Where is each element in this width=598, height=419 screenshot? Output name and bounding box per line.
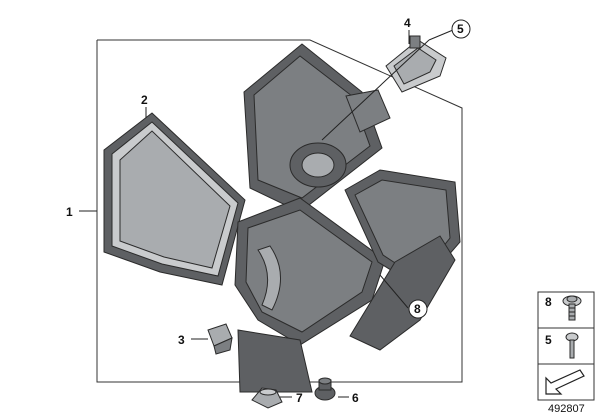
clip-part [207,323,233,355]
callout-6: 6 [352,391,359,405]
housing-cover [243,43,391,213]
intake-duct [344,169,461,351]
leader-5b [321,39,430,141]
legend-label-bottom: 5 [545,333,552,347]
legend-cell-middle [537,327,595,365]
fastener-legend: 8 5 [537,291,595,401]
mass-air-flow-sensor [385,35,447,93]
callout-8-circle [408,299,428,319]
leader-5 [428,29,454,41]
leader-8 [379,274,409,309]
callout-5-circle [451,19,471,39]
screw-washer-icon [562,295,582,321]
callout-7: 7 [296,391,303,405]
callout-2: 2 [141,93,148,107]
callout-5: 5 [457,22,464,36]
callout-3: 3 [178,333,185,347]
callout-1: 1 [66,205,73,219]
screw-icon [565,332,579,359]
callout-8: 8 [414,302,421,316]
air-filter-element [103,112,246,286]
diagram-number: 492807 [548,403,585,415]
grommet-part [314,377,336,401]
assembly-frame [96,39,463,383]
rubber-mount-part [251,387,283,409]
legend-label-top: 8 [545,295,552,309]
callout-4: 4 [404,16,411,30]
housing-base [234,197,386,393]
direction-arrow-icon [545,369,585,395]
